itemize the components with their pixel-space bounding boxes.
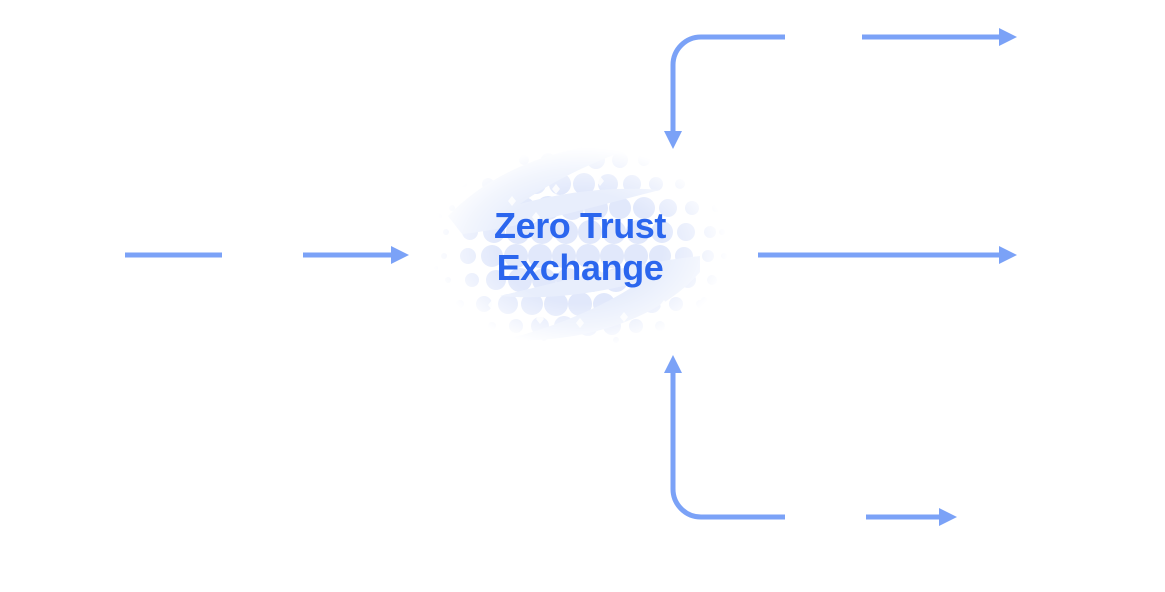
hub-swoosh-icon xyxy=(448,147,700,341)
hub-badge-graphic xyxy=(434,147,727,343)
top-elbow-inbound-arrow xyxy=(664,34,785,149)
bottom-right-outbound-arrow xyxy=(866,508,957,526)
hub-sparkles-icon xyxy=(488,176,668,328)
right-outbound-arrow xyxy=(758,246,1017,264)
halftone-dot-field xyxy=(434,147,727,343)
left-inbound-arrow xyxy=(303,246,409,264)
connector-layer xyxy=(125,28,1017,526)
bottom-elbow-inbound-arrow xyxy=(664,355,785,520)
top-right-outbound-arrow xyxy=(862,28,1017,46)
